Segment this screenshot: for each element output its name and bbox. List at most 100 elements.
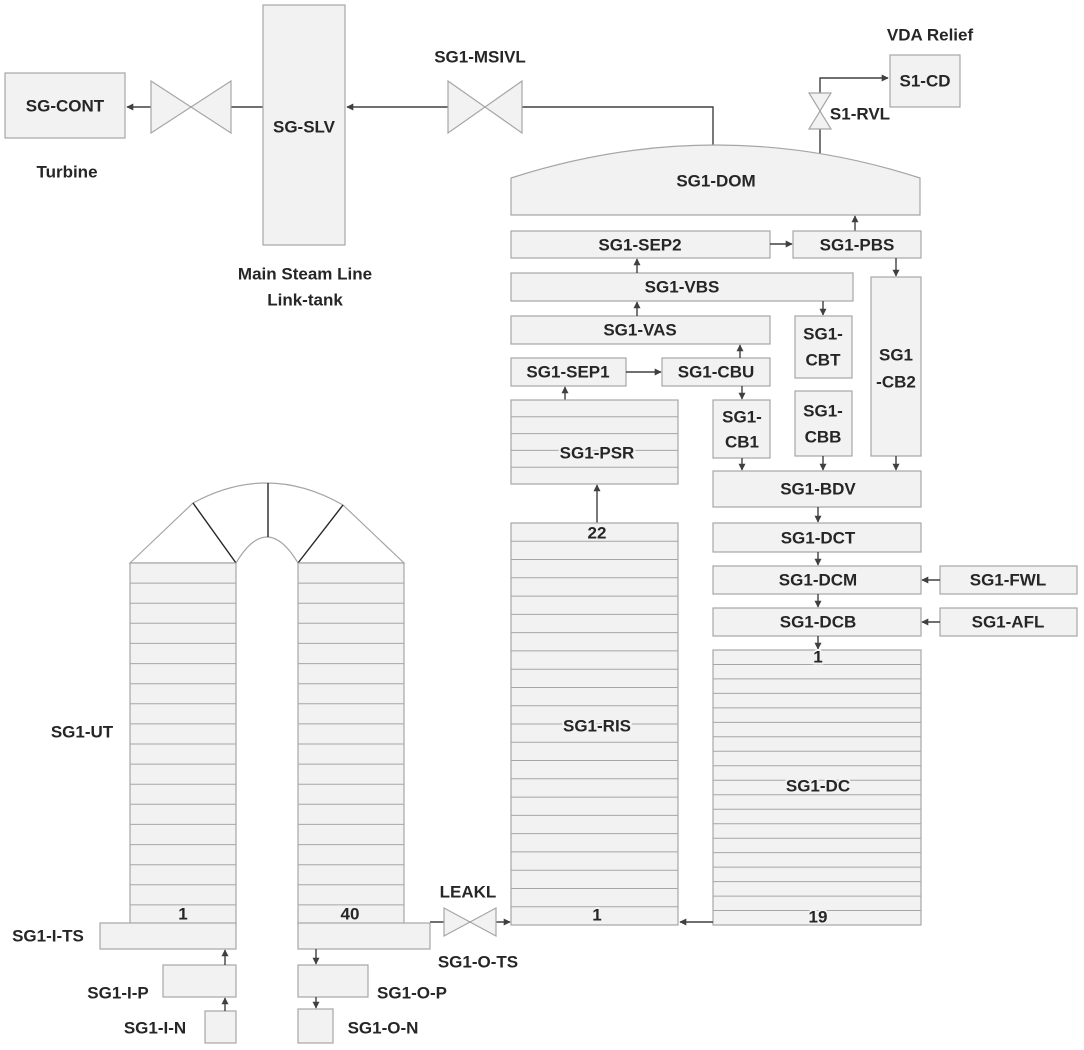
sg1-psr-node: SG1-PSR	[510, 399, 679, 485]
sg1-bdv-label: SG1-BDV	[780, 480, 856, 499]
u-tube-inlet-bottom-cell-number: 1	[178, 905, 187, 924]
sg1-i-n-label: SG1-I-N	[124, 1019, 186, 1038]
u-tube-inlet-leg-cells	[130, 582, 236, 906]
msivl-label: SG1-MSIVL	[434, 48, 526, 67]
sg1-afl-box	[939, 607, 1078, 637]
sg1-fwl-box	[939, 565, 1078, 595]
valve-half	[483, 79, 523, 135]
sg1-dct-label: SG1-DCT	[781, 529, 856, 548]
sg1-fwl-node: SG1-FWL	[939, 565, 1078, 595]
valve-half	[189, 79, 232, 135]
sg1-i-p-label: SG1-I-P	[87, 984, 148, 1003]
sg1-cbu-box	[661, 357, 771, 387]
sg1-dc-cells	[713, 664, 921, 911]
sg1-o-n-label: SG1-O-N	[348, 1019, 419, 1038]
s1-cd-label: S1-CD	[899, 72, 950, 91]
valve-half	[468, 906, 497, 938]
sg1-cb2-label-line2: -CB2	[876, 373, 916, 392]
sg1-o-ts-node	[297, 922, 431, 950]
sg1-dct-box	[712, 522, 922, 553]
sg1-cbb-node: SG1- CBB	[794, 390, 853, 457]
sg1-o-p-node	[297, 964, 369, 998]
sg1-dom-shape	[510, 144, 921, 216]
sg1-i-n-box	[204, 1010, 237, 1044]
sg1-cbt-label-line1: SG1-	[803, 325, 843, 344]
sg-slv-label: SG-SLV	[273, 118, 336, 137]
sg1-dcm-label: SG1-DCM	[779, 571, 857, 590]
sg1-dc-node: 1 SG1-DC 19	[712, 646, 922, 929]
sg1-sep1-box	[510, 357, 627, 387]
sg1-cb1-node: SG1- CB1	[712, 399, 771, 459]
sg1-dc-box	[712, 649, 922, 926]
sg1-pbs-label: SG1-PBS	[820, 236, 895, 255]
sg1-cbb-label-line1: SG1-	[803, 402, 843, 421]
sg1-o-n-box	[297, 1008, 334, 1044]
sg1-vas-node: SG1-VAS	[510, 315, 771, 345]
sg1-dom-label: SG1-DOM	[676, 172, 755, 191]
sg1-psr-label: SG1-PSR	[560, 444, 635, 463]
main-steam-line-label: Main Steam Line	[238, 265, 372, 284]
sg1-cb1-label-line2: CB1	[725, 433, 759, 452]
sg1-cbb-label-line2: CBB	[805, 428, 842, 447]
rvl-label: S1-RVL	[830, 105, 890, 124]
msivl-valve	[447, 79, 523, 135]
turbine-valve	[150, 79, 232, 135]
sg-cont-box	[4, 72, 126, 139]
sg1-cbt-label-line2: CBT	[806, 351, 842, 370]
sg1-fwl-label: SG1-FWL	[970, 571, 1047, 590]
u-tube-outlet-bottom-cell-number: 40	[341, 905, 360, 924]
sg1-i-ts-node	[99, 922, 237, 950]
sg1-dcm-box	[712, 565, 922, 595]
sg1-o-ts-box	[297, 922, 431, 950]
sg1-i-n-node	[204, 1010, 237, 1044]
sg1-o-ts-label: SG1-O-TS	[438, 953, 518, 972]
valve-half	[807, 109, 833, 130]
sg1-dcm-node: SG1-DCM	[712, 565, 922, 595]
sg1-ut-node: 1 40	[128, 482, 406, 926]
sg1-dcb-label: SG1-DCB	[780, 613, 857, 632]
sg-slv-box	[262, 4, 346, 246]
sg1-vbs-node: SG1-VBS	[510, 272, 854, 302]
sg1-ris-top-cell-number: 22	[588, 524, 607, 543]
sg1-pbs-node: SG1-PBS	[792, 230, 922, 259]
sg1-cb2-box	[870, 276, 922, 457]
sg1-o-p-label: SG1-O-P	[377, 984, 447, 1003]
s1-cd-node: S1-CD	[889, 54, 961, 108]
rvl-valve	[807, 92, 833, 130]
sg1-dcb-box	[712, 607, 922, 637]
u-tube-bend-divider	[297, 504, 344, 564]
sg1-vbs-box	[510, 272, 854, 302]
sg1-cbb-box	[794, 390, 853, 457]
sg1-sep1-label: SG1-SEP1	[526, 363, 609, 382]
sg1-dc-bottom-cell-number: 19	[809, 908, 828, 927]
sg1-sep2-node: SG1-SEP2	[510, 230, 771, 259]
sg1-sep2-label: SG1-SEP2	[598, 236, 681, 255]
sg1-ris-node: 22 SG1-RIS 1	[510, 522, 679, 927]
sg1-dom-node: SG1-DOM	[510, 144, 921, 216]
sg1-ris-label: SG1-RIS	[563, 717, 631, 736]
sg1-psr-cells	[511, 416, 678, 468]
sg1-afl-node: SG1-AFL	[939, 607, 1078, 637]
u-tube-outlet-leg-cells	[298, 582, 404, 906]
link-tank-label: Link-tank	[267, 291, 343, 310]
leakl-label: LEAKL	[440, 883, 497, 902]
sg1-cbu-node: SG1-CBU	[661, 357, 771, 387]
sg1-cb1-label-line1: SG1-	[722, 408, 762, 427]
valve-half	[150, 79, 193, 135]
u-tube-bend	[128, 482, 406, 564]
sg1-ris-cells	[511, 540, 678, 908]
sg1-i-ts-label: SG1-I-TS	[12, 927, 84, 946]
valve-half	[447, 79, 487, 135]
sg1-cbt-box	[794, 315, 853, 379]
sg1-cb2-label-line1: SG1	[879, 346, 913, 365]
sg1-ut-label: SG1-UT	[51, 723, 114, 742]
sg1-ris-bottom-cell-number: 1	[592, 906, 601, 925]
valve-half	[443, 906, 472, 938]
sg1-bdv-node: SG1-BDV	[712, 470, 922, 508]
s1-cd-box	[889, 54, 961, 108]
sg1-cb2-node: SG1 -CB2	[870, 276, 922, 457]
valve-half	[807, 92, 833, 113]
sg1-dct-node: SG1-DCT	[712, 522, 922, 553]
